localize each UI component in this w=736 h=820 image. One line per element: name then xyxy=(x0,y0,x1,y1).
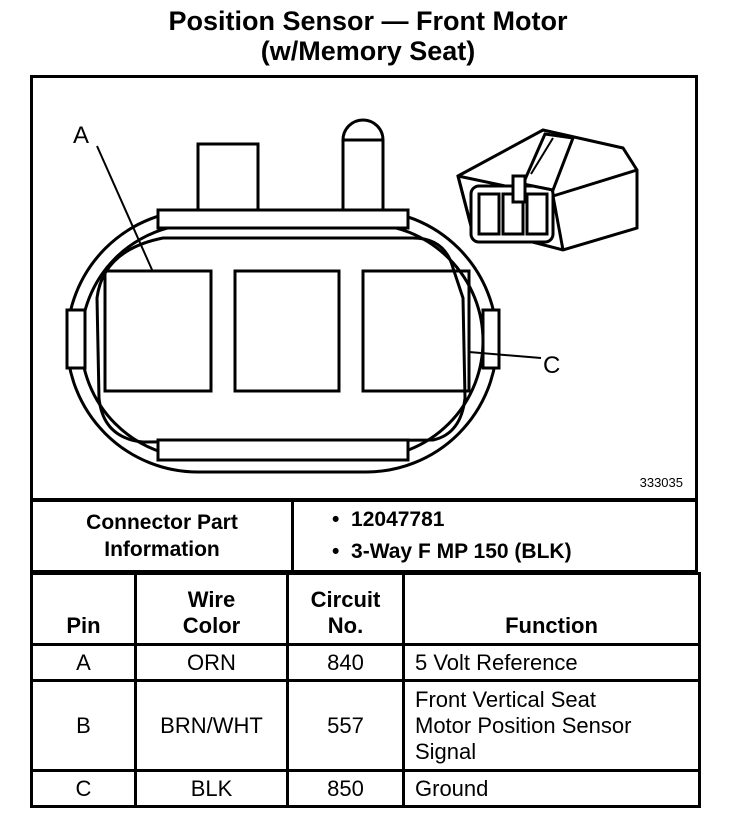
connector-info-table: Connector Part Information 12047781 3-Wa… xyxy=(30,499,698,573)
wire-color-cell: ORN xyxy=(134,643,289,682)
header-function: Function xyxy=(402,572,701,646)
callout-a: A xyxy=(73,122,90,149)
circuit-cell: 557 xyxy=(286,679,405,772)
callout-c-leader xyxy=(468,351,542,359)
table-row: B BRN/WHT 557 Front Vertical Seat Motor … xyxy=(30,679,701,772)
cavity-b xyxy=(233,269,341,393)
header-pin: Pin xyxy=(30,572,137,646)
connector-info-items: 12047781 3-Way F MP 150 (BLK) xyxy=(291,499,698,573)
cavity-a xyxy=(103,269,213,393)
pin-cell: B xyxy=(30,679,137,772)
pin-cell: A xyxy=(30,643,137,682)
connector-type: 3-Way F MP 150 (BLK) xyxy=(332,536,694,568)
header-circuit: Circuit No. xyxy=(286,572,405,646)
function-cell: 5 Volt Reference xyxy=(402,643,701,682)
pin-cell: C xyxy=(30,769,137,808)
side-tab-right xyxy=(481,308,501,370)
connector-info-label: Connector Part Information xyxy=(30,499,294,573)
table-row: A ORN 840 5 Volt Reference xyxy=(30,643,701,682)
cavity-c xyxy=(361,269,471,393)
table-row: C BLK 850 Ground xyxy=(30,769,701,808)
top-notch xyxy=(156,208,410,230)
connector-part-number: 12047781 xyxy=(332,504,694,536)
wire-color-cell: BLK xyxy=(134,769,289,808)
callout-c: C xyxy=(543,352,561,379)
wire-color-cell: BRN/WHT xyxy=(134,679,289,772)
circuit-cell: 840 xyxy=(286,643,405,682)
terminal-frame xyxy=(95,236,467,444)
latch-tab xyxy=(196,142,260,218)
header-wire-color: Wire Color xyxy=(134,572,289,646)
page-subtitle: (w/Memory Seat) xyxy=(260,36,476,66)
connector-isometric-view xyxy=(456,128,639,252)
page-title: Position Sensor — Front Motor xyxy=(168,6,568,36)
pin-table: Pin Wire Color Circuit No. Function A OR… xyxy=(30,572,701,808)
circuit-cell: 850 xyxy=(286,769,405,808)
connector-diagram: A C 333035 xyxy=(30,75,698,501)
figure-code: 333035 xyxy=(639,475,683,490)
callout-a-leader xyxy=(96,145,154,273)
bottom-notch xyxy=(156,438,410,462)
function-cell: Front Vertical Seat Motor Position Senso… xyxy=(402,679,701,772)
function-cell: Ground xyxy=(402,769,701,808)
connector-drawing xyxy=(65,118,639,474)
side-tab-left xyxy=(65,308,87,370)
pin-table-header: Pin Wire Color Circuit No. Function xyxy=(30,572,701,646)
